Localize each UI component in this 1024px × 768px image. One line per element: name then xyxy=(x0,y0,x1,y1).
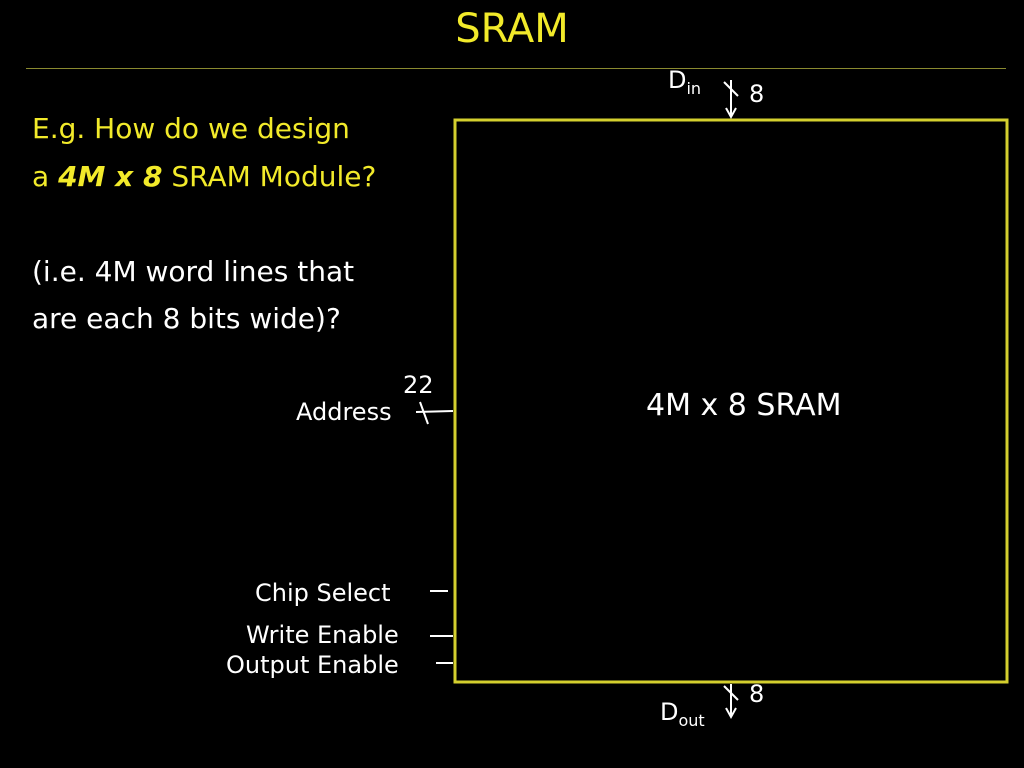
question-line-1: E.g. How do we design xyxy=(32,112,350,145)
din-label-main: D xyxy=(668,66,687,94)
address-bus-slash xyxy=(419,401,429,425)
dout-width: 8 xyxy=(749,680,765,708)
question-line-4: are each 8 bits wide)? xyxy=(32,302,341,335)
dout-label-sub: out xyxy=(678,710,705,730)
page-title: SRAM xyxy=(455,6,569,52)
din-width: 8 xyxy=(749,80,765,108)
address-label: Address xyxy=(296,398,392,426)
chip-select-label: Chip Select xyxy=(255,579,391,607)
title-divider xyxy=(26,68,1006,69)
dout-arrowhead xyxy=(725,707,737,720)
output-enable-label: Output Enable xyxy=(226,651,399,679)
din-bus-slash xyxy=(723,81,739,97)
dout-label-main: D xyxy=(660,698,679,726)
din-label: Din xyxy=(668,66,701,98)
din-arrowhead xyxy=(725,107,737,120)
question-line-2: a 4M x 8 SRAM Module? xyxy=(32,160,376,193)
write-enable-label: Write Enable xyxy=(246,621,399,649)
address-wire xyxy=(415,410,454,413)
dout-bus-slash xyxy=(723,685,739,701)
question-emphasis: 4M x 8 xyxy=(58,160,163,193)
question-prefix: a xyxy=(32,160,59,193)
dout-label: Dout xyxy=(660,698,705,730)
sram-block-label: 4M x 8 SRAM xyxy=(646,388,842,423)
address-width: 22 xyxy=(403,371,434,399)
din-label-sub: in xyxy=(686,78,702,98)
sram-block xyxy=(453,118,1009,684)
question-line-3: (i.e. 4M word lines that xyxy=(32,255,355,288)
question-suffix: SRAM Module? xyxy=(162,160,377,193)
